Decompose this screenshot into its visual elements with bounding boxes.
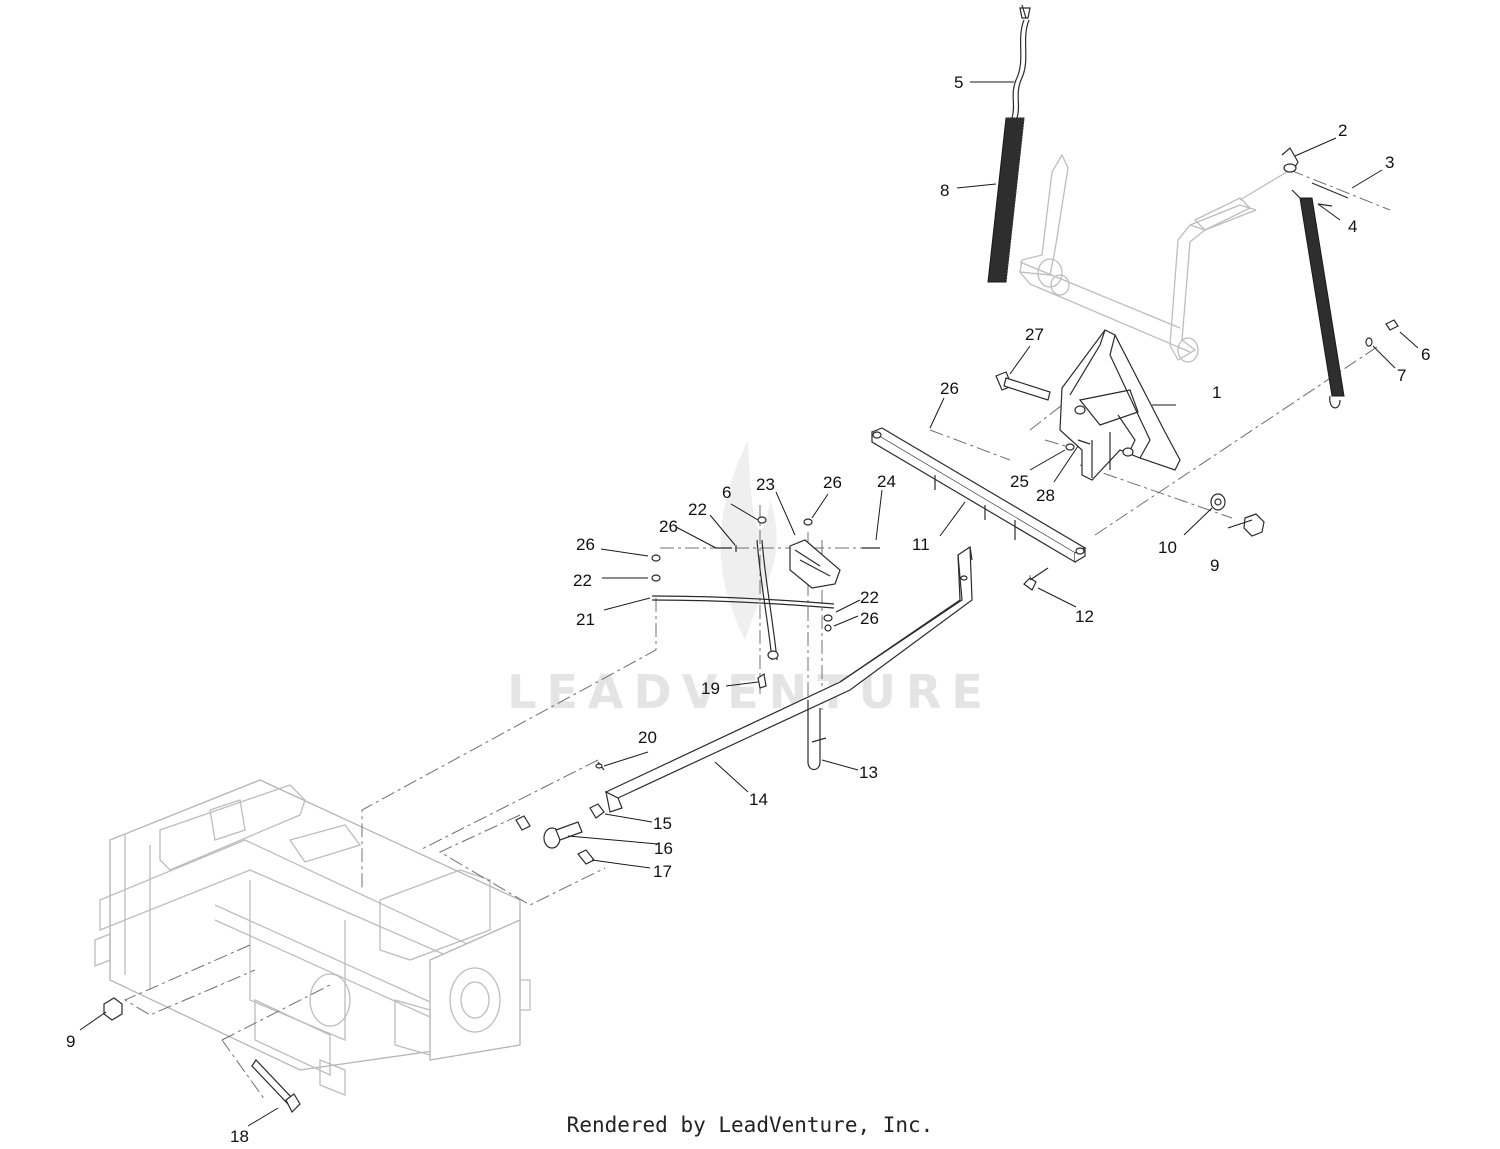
height-adjust-chains: [651, 516, 880, 689]
callout-9-a: 9: [1210, 556, 1219, 575]
callout-16: 16: [654, 839, 673, 858]
callout-14: 14: [749, 790, 768, 809]
callout-19: 19: [701, 679, 720, 698]
callout-26-c: 26: [659, 517, 678, 536]
callout-22-c: 22: [860, 588, 879, 607]
callout-26-e: 26: [860, 609, 879, 628]
parts-9-10-right: [1210, 493, 1265, 537]
callout-20: 20: [638, 728, 657, 747]
part-13-u-rod: [807, 700, 827, 771]
parts-25-28-hardware: [1065, 439, 1091, 451]
callout-24: 24: [877, 472, 896, 491]
callout-15: 15: [653, 814, 672, 833]
callout-6-a: 6: [722, 483, 731, 502]
parts-15-16-17-20: [515, 761, 605, 865]
callout-22-a: 22: [688, 500, 707, 519]
part-12-bolt: [1023, 567, 1049, 591]
callout-5: 5: [954, 73, 963, 92]
callout-7: 7: [1397, 366, 1406, 385]
callout-17: 17: [653, 862, 672, 881]
callout-labels: 1 2 3 4 5 6 6 7 8 9 9 10 11 12 13 14 15 …: [66, 73, 1430, 1146]
callout-4: 4: [1348, 217, 1357, 236]
callout-9-b: 9: [66, 1032, 75, 1051]
callout-11: 11: [912, 535, 930, 554]
callout-8: 8: [940, 181, 949, 200]
callout-28: 28: [1036, 486, 1055, 505]
parts-9-18-lower: [103, 997, 301, 1114]
part-5-chain: [1011, 4, 1031, 119]
callout-3: 3: [1385, 153, 1394, 172]
callout-6-b: 6: [1421, 345, 1430, 364]
right-spring: [1291, 189, 1345, 409]
callout-1: 1: [1212, 383, 1221, 402]
callout-12: 12: [1075, 607, 1094, 626]
part-11-cross-bar: [870, 427, 1087, 564]
callout-18: 18: [230, 1127, 249, 1146]
callout-22-b: 22: [573, 571, 592, 590]
part-14-lift-tube: [604, 545, 973, 813]
rendered-by-footer: Rendered by LeadVenture, Inc.: [566, 1113, 934, 1137]
callout-27: 27: [1025, 325, 1044, 344]
callout-2: 2: [1338, 121, 1347, 140]
parts-2-3-4-clevis-pin-clip: [1281, 147, 1349, 207]
callout-25: 25: [1010, 472, 1029, 491]
parts-6-7-nut-washer: [1365, 319, 1399, 347]
part-1-pivot-bracket: [1059, 329, 1181, 481]
callout-26-d: 26: [576, 535, 595, 554]
callout-21: 21: [576, 610, 595, 629]
callout-13: 13: [859, 763, 878, 782]
part-8-spring: [987, 117, 1025, 283]
callout-23: 23: [756, 475, 775, 494]
part-27-pivot-bolt: [995, 371, 1051, 401]
ghost-lift-linkage: [1019, 153, 1291, 363]
callout-10: 10: [1158, 538, 1177, 557]
watermark-text: LEADVENTURE: [507, 665, 993, 719]
ghost-tractor-frame: [94, 779, 531, 1096]
callout-26-b: 26: [823, 473, 842, 492]
callout-26-a: 26: [940, 379, 959, 398]
leader-lines: [79, 81, 1419, 1127]
